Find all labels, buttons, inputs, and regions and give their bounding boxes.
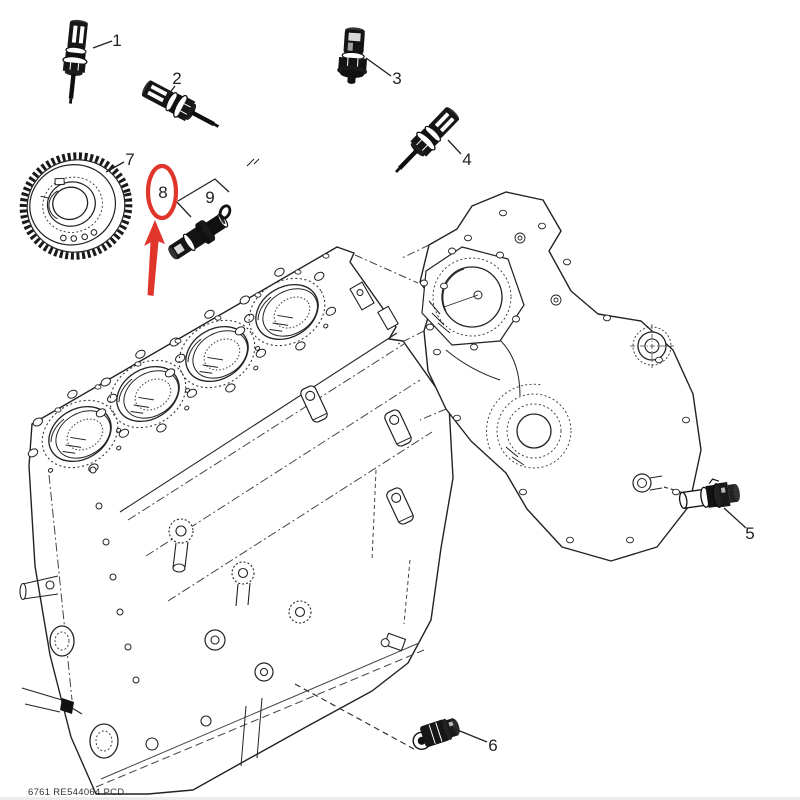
mid-band-details bbox=[145, 518, 312, 767]
part-1-sensor bbox=[57, 18, 92, 106]
cover-flange-opening bbox=[420, 246, 525, 351]
callout-label-7: 7 bbox=[125, 150, 134, 169]
part-5-sensor bbox=[678, 478, 740, 509]
bottom-edge-strip bbox=[0, 797, 800, 800]
highlight-group bbox=[144, 163, 179, 296]
callout-label-9: 9 bbox=[205, 188, 214, 207]
callout-label-2: 2 bbox=[172, 69, 181, 88]
part-3-sensor bbox=[337, 27, 368, 84]
highlight-arrow-icon bbox=[144, 220, 165, 296]
callout-labels: 1 2 3 4 5 6 7 8 9 bbox=[112, 31, 754, 755]
sensor5-port bbox=[632, 473, 685, 494]
callout-label-1: 1 bbox=[112, 31, 121, 50]
part-9-o-ring bbox=[218, 204, 232, 220]
cover-lower-opening bbox=[486, 383, 572, 469]
leader-lines bbox=[92, 40, 747, 743]
part-6-sensor bbox=[412, 717, 460, 750]
callout-label-6: 6 bbox=[488, 736, 497, 755]
cover-right-boss bbox=[630, 324, 674, 368]
locator-line-part6 bbox=[294, 683, 415, 750]
part-7-tone-wheel bbox=[19, 152, 133, 260]
figure-code-text: 6761 RE544064 PCD bbox=[28, 787, 124, 798]
callout-label-5: 5 bbox=[745, 524, 754, 543]
callout-label-4: 4 bbox=[462, 150, 471, 169]
engine-block-drawing bbox=[10, 246, 454, 795]
part-4-sensor bbox=[386, 102, 464, 181]
callout-label-8: 8 bbox=[158, 183, 167, 202]
callout-label-3: 3 bbox=[392, 69, 401, 88]
highlight-circle bbox=[145, 163, 179, 221]
front-face-details bbox=[19, 466, 140, 759]
timing-cover-drawing bbox=[397, 191, 702, 562]
